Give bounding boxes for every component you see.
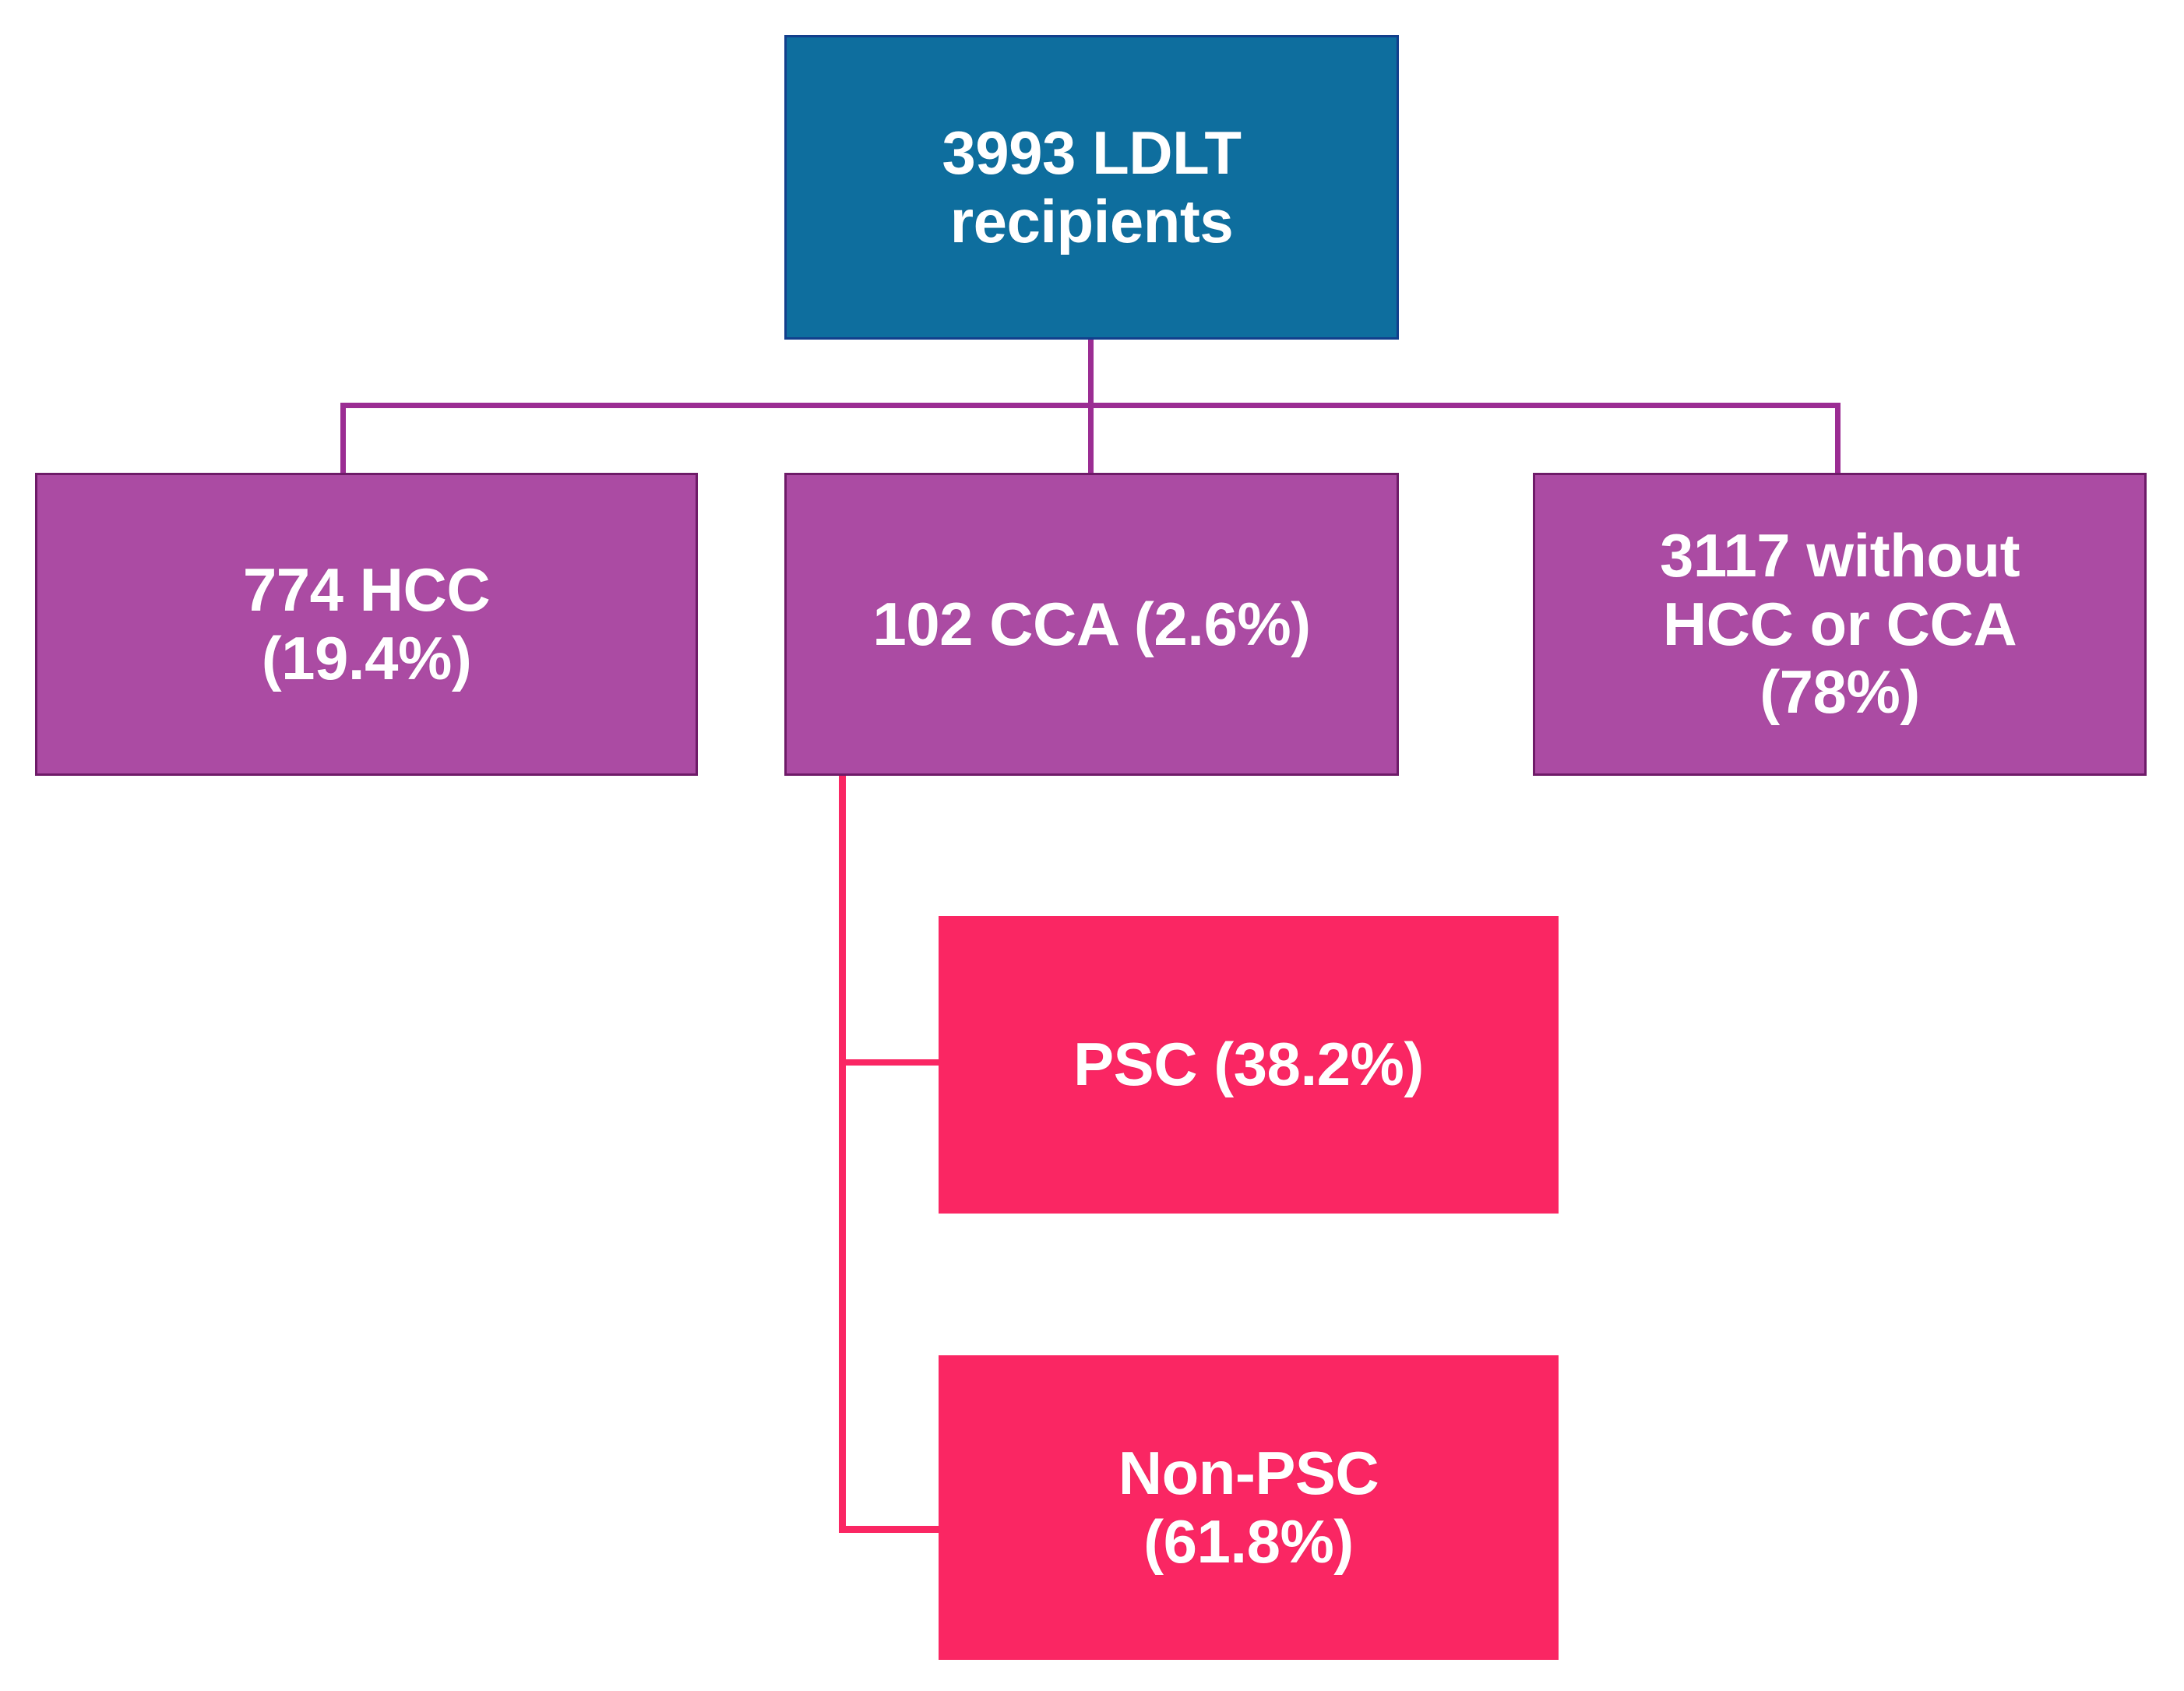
connector-branch-to-psc xyxy=(839,1059,940,1066)
connector-root-stem xyxy=(1088,339,1094,407)
node-ldlt-recipients: 3993 LDLT recipients xyxy=(784,35,1399,340)
node-psc: PSC (38.2%) xyxy=(939,916,1559,1214)
connector-drop-to-no-hcc-cca xyxy=(1835,403,1841,474)
node-without-hcc-or-cca: 3117 without HCC or CCA (78%) xyxy=(1533,473,2147,776)
node-cca: 102 CCA (2.6%) xyxy=(784,473,1399,776)
connector-drop-to-cca xyxy=(1088,403,1094,474)
connector-drop-to-hcc xyxy=(340,403,346,474)
node-non-psc: Non-PSC (61.8%) xyxy=(939,1355,1559,1660)
connector-cca-spine xyxy=(839,775,846,1533)
node-hcc: 774 HCC (19.4%) xyxy=(35,473,698,776)
connector-branch-to-non-psc xyxy=(839,1526,940,1533)
